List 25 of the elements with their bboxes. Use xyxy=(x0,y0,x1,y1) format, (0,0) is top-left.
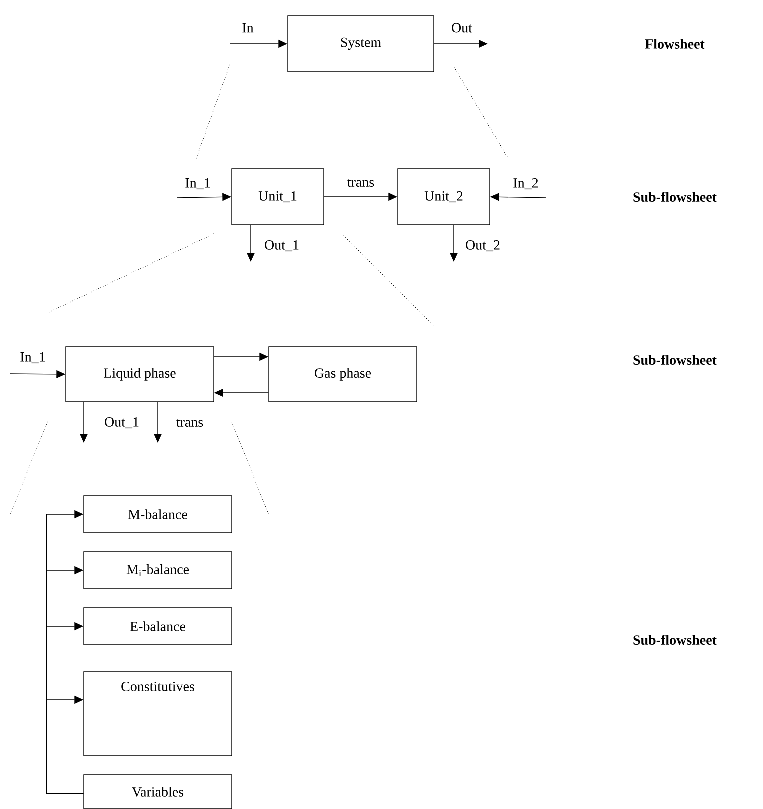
edge-label: Out_1 xyxy=(265,240,299,252)
process-box: E-balance xyxy=(84,608,232,646)
edge-label: Out_1 xyxy=(105,417,139,429)
level-label: Flowsheet xyxy=(645,39,705,49)
edge-label: Out xyxy=(452,23,472,33)
process-box: M-balance xyxy=(84,496,232,534)
edge-label: trans xyxy=(176,419,204,428)
edge-label: In xyxy=(242,23,254,33)
level-label: Sub-flowsheet xyxy=(634,192,717,202)
process-box: Liquid phase xyxy=(66,346,214,402)
arrow xyxy=(46,696,84,794)
level-label: Sub-flowsheet xyxy=(634,354,717,366)
process-box: Unit_2 xyxy=(398,168,490,226)
process-box: Gas phase xyxy=(268,346,418,402)
edge-label: Out_2 xyxy=(466,240,500,252)
process-box: Unit_1 xyxy=(232,168,324,226)
process-box: Variables xyxy=(84,774,232,809)
process-box: M$_{i}$-balance xyxy=(84,552,232,590)
process-box: System xyxy=(288,16,434,72)
edge-label: trans xyxy=(348,179,374,188)
edge-label: In_1 xyxy=(186,178,210,190)
edge-label: In_1 xyxy=(20,352,45,364)
edge-label: In_2 xyxy=(514,178,538,190)
level-label: Sub-flowsheet xyxy=(634,634,717,646)
process-box: Constitutives xyxy=(84,672,232,756)
